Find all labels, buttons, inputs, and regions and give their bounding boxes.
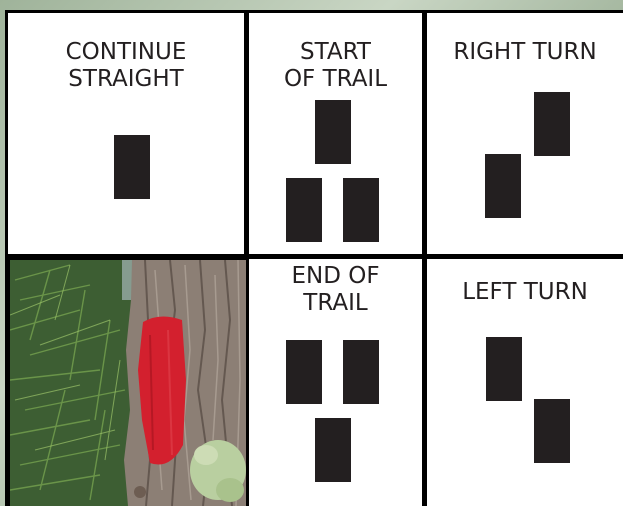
blaze-mark: [315, 100, 351, 164]
label-start-of-trail: START OF TRAIL: [249, 39, 422, 93]
blazed-tree-photo: [10, 260, 246, 506]
blaze-mark: [485, 154, 521, 218]
blaze-mark: [343, 178, 379, 242]
blaze-mark: [343, 340, 379, 404]
blaze-mark: [486, 337, 522, 401]
cell-right-turn: RIGHT TURN: [427, 13, 623, 254]
trail-blaze-chart: CONTINUE STRAIGHT START OF TRAIL RIGHT T…: [5, 10, 623, 506]
cell-continue-straight: CONTINUE STRAIGHT: [8, 13, 244, 254]
label-continue-straight: CONTINUE STRAIGHT: [8, 39, 244, 93]
blaze-mark: [286, 340, 322, 404]
cell-left-turn: LEFT TURN: [427, 259, 623, 506]
cell-start-of-trail: START OF TRAIL: [249, 13, 422, 254]
blaze-mark: [315, 418, 351, 482]
blaze-mark: [286, 178, 322, 242]
cell-end-of-trail: END OF TRAIL: [249, 259, 422, 506]
blaze-mark: [114, 135, 150, 199]
label-right-turn: RIGHT TURN: [427, 39, 623, 66]
label-end-of-trail: END OF TRAIL: [249, 263, 422, 317]
label-left-turn: LEFT TURN: [427, 279, 623, 306]
blaze-mark: [534, 92, 570, 156]
blaze-mark: [534, 399, 570, 463]
